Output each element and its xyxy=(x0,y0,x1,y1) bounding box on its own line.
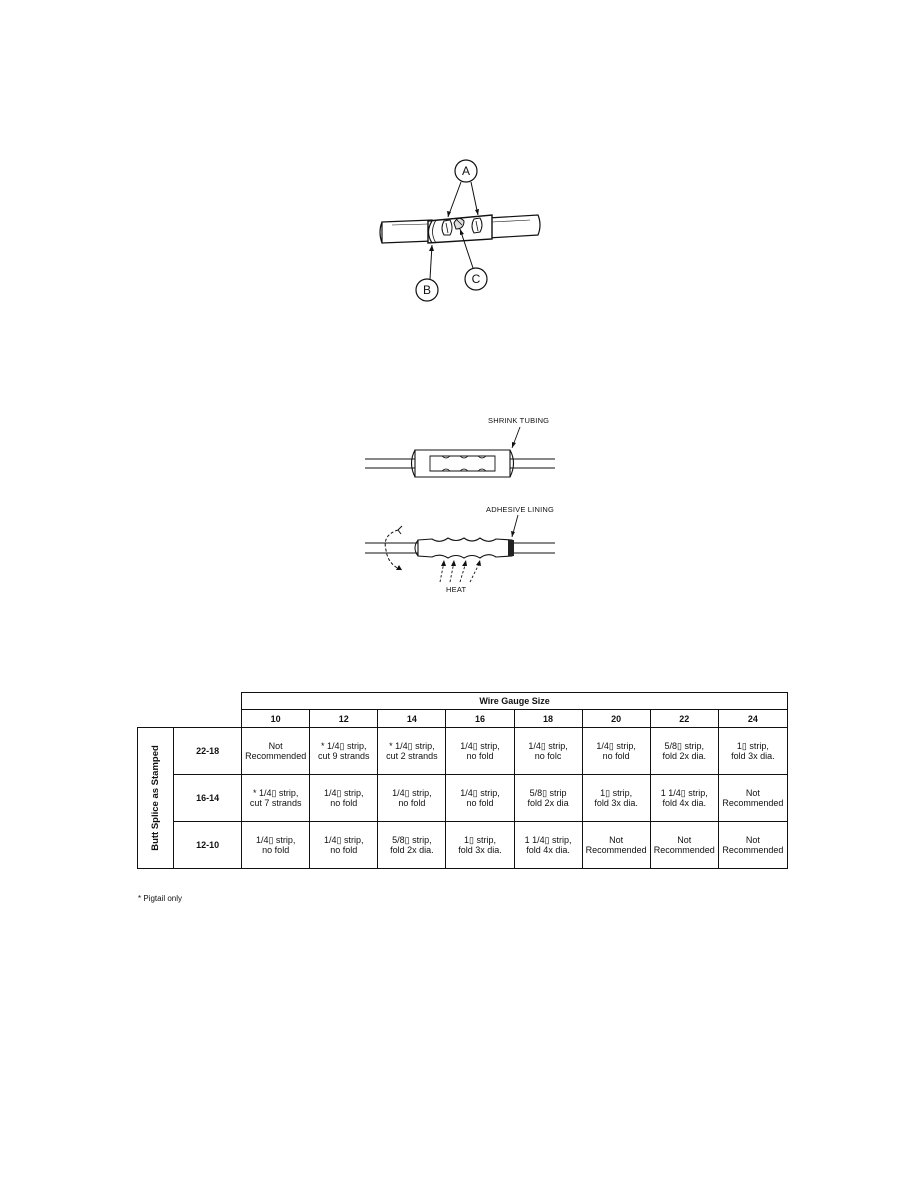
table-cell: * 1/4▯ strip,cut 7 strands xyxy=(241,774,311,822)
column-header: 20 xyxy=(581,709,651,728)
splice-crimp-drawing: A B C xyxy=(379,159,541,302)
shrink-tubing-drawing: SHRINK TUBING ADHESIVE LINING xyxy=(365,416,555,594)
table-cell: 1/4▯ strip,no fold xyxy=(309,821,379,869)
table-cell: 1/4▯ strip,no folc xyxy=(513,727,583,775)
column-header: 16 xyxy=(445,709,515,728)
shrink-tubing-figure: SHRINK TUBING ADHESIVE LINING xyxy=(360,410,560,595)
table-row: 16-14 * 1/4▯ strip,cut 7 strands 1/4▯ st… xyxy=(138,774,789,822)
adhesive-lining-label: ADHESIVE LINING xyxy=(486,505,554,514)
column-header: 10 xyxy=(241,709,311,728)
table-cell: 1/4▯ strip,no fold xyxy=(309,774,379,822)
shrink-tubing-label: SHRINK TUBING xyxy=(488,416,549,425)
table-cell: 1▯ strip,fold 3x dia. xyxy=(581,774,651,822)
column-header: 18 xyxy=(513,709,583,728)
callout-b-circle xyxy=(415,278,439,302)
table-cell: 1 1/4▯ strip,fold 4x dia. xyxy=(649,774,719,822)
table-cell: 1/4▯ strip,no fold xyxy=(241,821,311,869)
table-cell: 1 1/4▯ strip,fold 4x dia. xyxy=(513,821,583,869)
column-header: 14 xyxy=(377,709,447,728)
splice-crimp-figure: A B C xyxy=(370,155,550,305)
table-cell: 1/4▯ strip,no fold xyxy=(445,727,515,775)
column-header: 22 xyxy=(649,709,719,728)
butt-splice-side-label: Butt Splice as Stamped xyxy=(149,745,161,851)
table-cell: 5/8▯ strip,fold 2x dia. xyxy=(377,821,447,869)
table-corner-2 xyxy=(138,710,242,728)
column-header: 24 xyxy=(717,709,789,728)
callout-b-label: B xyxy=(423,283,431,297)
table-cell: 1▯ strip,fold 3x dia. xyxy=(445,821,515,869)
wire-gauge-size-header: Wire Gauge Size xyxy=(241,692,788,710)
table-corner xyxy=(138,693,242,710)
row-label: 16-14 xyxy=(173,774,243,822)
table-cell: * 1/4▯ strip,cut 2 strands xyxy=(377,727,447,775)
butt-splice-side-header: Butt Splice as Stamped xyxy=(136,727,175,869)
table-cell: 1/4▯ strip,no fold xyxy=(377,774,447,822)
table-footnote: * Pigtail only xyxy=(138,894,183,903)
heat-label: HEAT xyxy=(446,585,466,594)
callout-c-circle xyxy=(464,267,488,291)
column-header: 12 xyxy=(309,709,379,728)
wire-gauge-table-container: Wire Gauge Size 10 12 14 16 18 20 22 24 … xyxy=(136,692,789,885)
table-row: 12-10 1/4▯ strip,no fold 1/4▯ strip,no f… xyxy=(138,821,789,869)
callout-c-label: C xyxy=(472,272,481,286)
table-cell: 1▯ strip,fold 3x dia. xyxy=(717,727,789,775)
row-label: 22-18 xyxy=(173,727,243,775)
callout-a-label: A xyxy=(462,164,470,178)
callout-a-circle xyxy=(454,159,478,183)
table-cell: 1/4▯ strip,no fold xyxy=(581,727,651,775)
row-label: 12-10 xyxy=(173,821,243,869)
table-cell: * 1/4▯ strip,cut 9 strands xyxy=(309,727,379,775)
wire-gauge-table: Wire Gauge Size 10 12 14 16 18 20 22 24 … xyxy=(136,692,789,869)
table-cell: 5/8▯ strip,fold 2x dia. xyxy=(649,727,719,775)
table-cell: 1/4▯ strip,no fold xyxy=(445,774,515,822)
